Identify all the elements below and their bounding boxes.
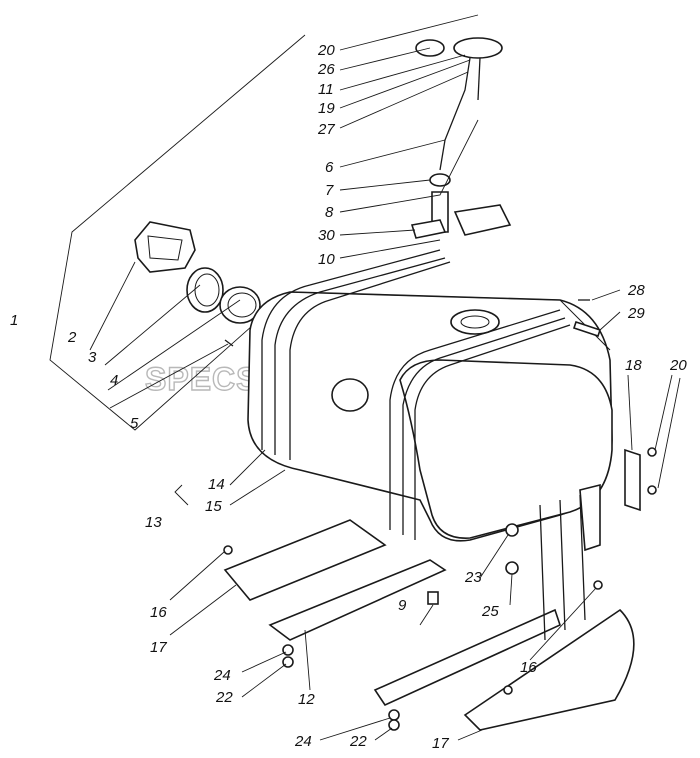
- callout-22-a: 22: [215, 689, 233, 706]
- callout-15: 15: [205, 498, 222, 515]
- callout-20-b: 20: [669, 357, 687, 374]
- callout-25: 25: [481, 603, 499, 620]
- callout-18: 18: [625, 357, 642, 374]
- callout-7: 7: [325, 182, 334, 199]
- callout-22-b: 22: [349, 733, 367, 750]
- fuel-tank-body: [247, 291, 613, 542]
- callout-14: 14: [208, 476, 225, 493]
- callout-12: 12: [298, 691, 315, 708]
- callout-30: 30: [318, 227, 335, 244]
- filler-neck-parts: [134, 221, 261, 347]
- callout-3: 3: [88, 349, 97, 366]
- callout-27: 27: [317, 121, 335, 138]
- fuel-sender-unit: [410, 37, 512, 239]
- callout-8: 8: [325, 204, 334, 221]
- callout-23: 23: [464, 569, 482, 586]
- callout-20-a: 20: [317, 42, 335, 59]
- callout-19: 19: [318, 100, 335, 117]
- callout-16-b: 16: [520, 659, 537, 676]
- callout-28: 28: [627, 282, 645, 299]
- callout-17-b: 17: [432, 735, 449, 752]
- fasteners: [223, 299, 603, 731]
- leader-lines: [89, 14, 681, 741]
- callout-4: 4: [110, 372, 118, 389]
- support-saddles: [223, 483, 635, 731]
- callout-24-a: 24: [213, 667, 231, 684]
- tank-straps: [261, 249, 571, 540]
- callout-29: 29: [627, 305, 645, 322]
- mounting-bracket-18: [624, 447, 657, 512]
- callout-11: 11: [318, 81, 334, 98]
- callout-16-a: 16: [150, 604, 167, 621]
- callout-6: 6: [325, 159, 334, 176]
- callout-1: 1: [10, 312, 18, 329]
- callout-5: 5: [130, 415, 139, 432]
- callout-26: 26: [317, 61, 335, 78]
- callout-24-b: 24: [294, 733, 312, 750]
- callout-17-a: 17: [150, 639, 167, 656]
- callout-labels: 1 2 3 4 5 6 7 8 9 10 11 12 13 14 15 16 1…: [10, 42, 687, 752]
- callout-2: 2: [67, 329, 77, 346]
- callout-13: 13: [145, 514, 162, 531]
- callout-9: 9: [398, 597, 407, 614]
- callout-10: 10: [318, 251, 335, 268]
- assembly-bracket-1: [49, 34, 306, 431]
